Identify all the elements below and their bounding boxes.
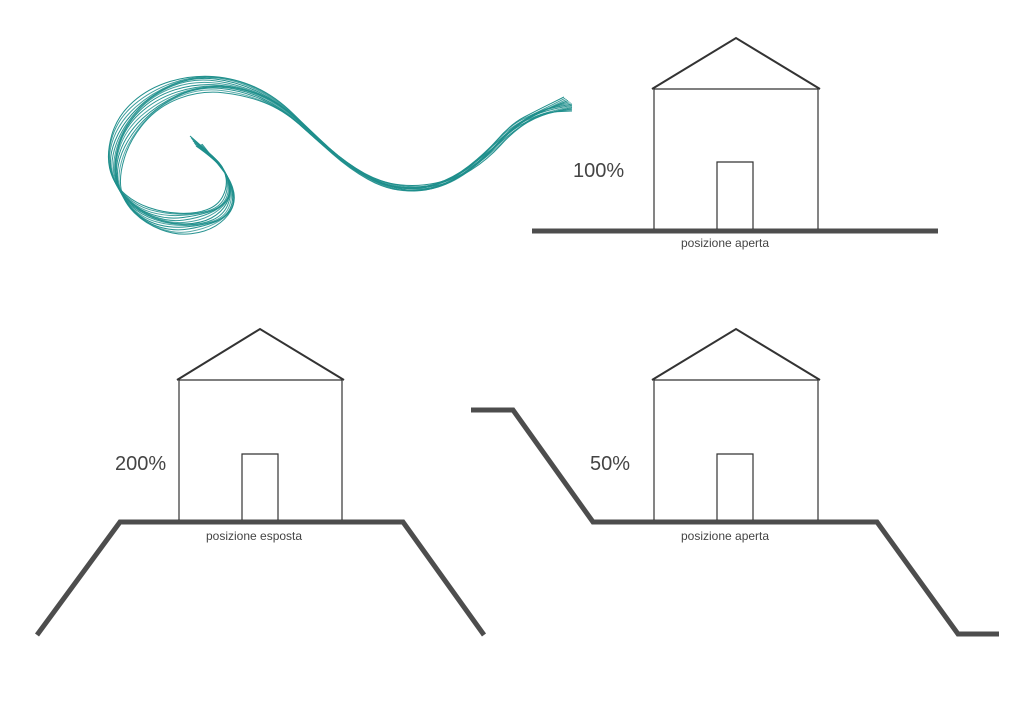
wind-swirl-icon — [107, 75, 573, 235]
house-door — [716, 161, 754, 229]
percentage-label: 100% — [573, 160, 624, 182]
house — [651, 36, 821, 229]
wind-stroke — [109, 77, 569, 219]
panel-sheltered-terrace: 50% posizione aperta — [471, 327, 999, 637]
wind-stroke — [115, 85, 573, 227]
wind-stroke — [119, 91, 573, 235]
wind-stroke — [112, 81, 571, 224]
wind-stroke — [116, 87, 573, 231]
house-door — [241, 453, 279, 520]
position-caption: posizione esposta — [206, 529, 302, 543]
house-roof — [651, 327, 821, 381]
ground-terrace — [471, 407, 999, 637]
wind-stroke — [108, 76, 567, 217]
wind-stroke — [114, 85, 573, 226]
wind-stroke — [114, 84, 573, 225]
house — [651, 327, 821, 520]
wind-stroke — [118, 89, 573, 233]
house-roof — [176, 327, 345, 381]
wind-stroke — [115, 86, 573, 228]
percentage-label: 200% — [115, 453, 166, 475]
house — [176, 327, 345, 520]
position-caption: posizione aperta — [681, 529, 769, 543]
house-walls — [653, 88, 819, 229]
wind-stroke — [111, 79, 570, 222]
ground-hilltop — [34, 519, 487, 637]
house-door — [716, 453, 754, 520]
percentage-label: 50% — [590, 453, 630, 475]
house-walls — [653, 379, 819, 520]
panel-hilltop: 200% posizione esposta — [34, 327, 487, 637]
position-caption: posizione aperta — [681, 236, 769, 250]
house-roof — [651, 36, 821, 90]
house-walls — [178, 379, 343, 520]
panel-flat-ground: 100% posizione aperta — [532, 36, 938, 250]
